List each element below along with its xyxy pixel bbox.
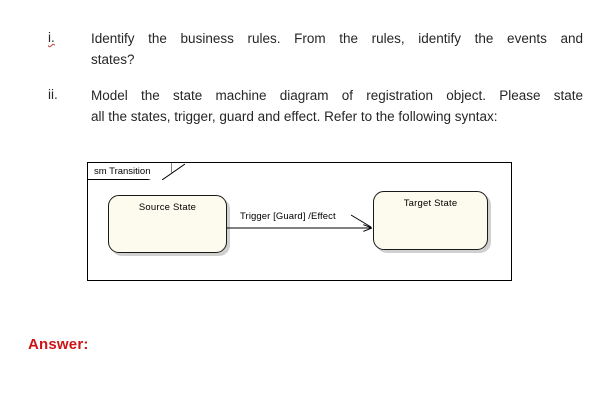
question-text-1: Identify the business rules. From the ru… <box>91 28 583 70</box>
uml-state-machine-frame: sm Transition Source State Target State … <box>87 162 512 281</box>
target-state-label: Target State <box>403 198 458 209</box>
source-state-node[interactable]: Source State <box>108 195 227 253</box>
question-text-2: Model the state machine diagram of regis… <box>91 85 583 127</box>
question-marker-1: i. <box>48 30 55 45</box>
question-text-2-line-2: all the states, trigger, guard and effec… <box>91 109 498 124</box>
transition-label: Trigger [Guard] /Effect <box>240 211 336 222</box>
source-state-label: Source State <box>138 202 197 213</box>
question-text-2-line-1: Model the state machine diagram of regis… <box>91 88 583 103</box>
answer-heading: Answer: <box>28 336 89 353</box>
frame-label-tab: sm Transition <box>88 163 172 180</box>
question-text-1-line-2: states? <box>91 52 135 67</box>
question-text-1-line-1: Identify the business rules. From the ru… <box>91 31 583 46</box>
target-state-node[interactable]: Target State <box>373 191 488 250</box>
question-marker-2: ii. <box>48 87 58 102</box>
